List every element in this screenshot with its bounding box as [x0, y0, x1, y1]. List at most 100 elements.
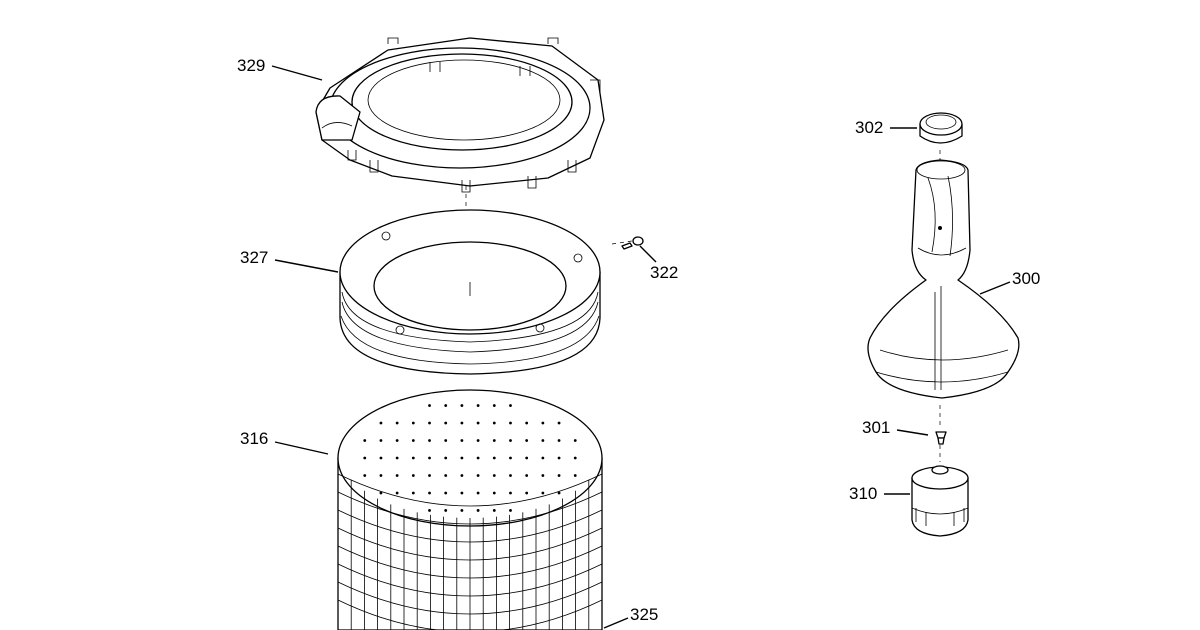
basket-hole — [525, 439, 529, 442]
basket-hole — [460, 509, 464, 512]
basket-hole — [460, 456, 464, 460]
leader-327 — [274, 259, 339, 273]
basket-hole — [573, 456, 577, 460]
callout-327: 327 — [240, 248, 268, 267]
basket-hole — [509, 456, 512, 460]
basket-hole — [476, 474, 480, 477]
basket-hole — [557, 474, 561, 477]
basket-hole — [379, 491, 383, 495]
basket-hole — [428, 439, 431, 442]
basket-hole — [363, 456, 367, 460]
basket-hole — [525, 421, 529, 425]
basket-hole — [492, 491, 496, 495]
basket-hole — [460, 439, 464, 442]
basket-hole — [525, 491, 529, 495]
wash-basket-316 — [337, 389, 603, 630]
basket-hole — [444, 509, 448, 512]
callout-310: 310 — [849, 484, 877, 503]
callout-322: 322 — [650, 263, 678, 282]
basket-hole — [492, 456, 496, 460]
basket-hole — [557, 439, 561, 442]
basket-hole — [395, 491, 399, 495]
leader-325 — [603, 617, 629, 629]
tub-cover-329 — [315, 37, 605, 193]
basket-hole — [557, 456, 561, 460]
leader-316 — [274, 441, 329, 455]
bolt-301 — [935, 431, 947, 445]
basket-hole — [460, 404, 464, 407]
basket-hole — [509, 491, 512, 495]
basket-hole — [428, 421, 431, 425]
basket-hole — [492, 439, 496, 442]
basket-hole — [492, 509, 496, 512]
basket-hole — [492, 474, 496, 477]
basket-hole — [509, 474, 512, 477]
agitator-300 — [867, 159, 1020, 399]
basket-hole — [411, 491, 415, 495]
basket-hole — [411, 439, 415, 442]
basket-hole — [525, 456, 529, 460]
basket-hole — [379, 439, 383, 442]
basket-hole — [428, 509, 431, 512]
basket-hole — [573, 439, 577, 442]
callout-300: 300 — [1012, 269, 1040, 288]
basket-hole — [541, 439, 545, 442]
basket-hole — [395, 474, 399, 477]
basket-hole — [492, 404, 496, 407]
basket-hole — [476, 456, 480, 460]
callout-302: 302 — [855, 118, 883, 137]
callout-301: 301 — [862, 418, 890, 437]
callout-325: 325 — [630, 605, 658, 624]
leader-301 — [896, 429, 929, 436]
basket-hole — [573, 474, 577, 477]
basket-hole — [395, 421, 399, 425]
basket-hole — [428, 456, 431, 460]
basket-hole — [492, 421, 496, 425]
basket-hole — [541, 491, 545, 495]
basket-hole — [525, 474, 529, 477]
basket-hole — [379, 474, 383, 477]
basket-hole — [460, 491, 464, 495]
leader-329 — [271, 65, 323, 81]
basket-hole — [444, 491, 448, 495]
basket-hole — [541, 421, 545, 425]
basket-band — [337, 473, 603, 507]
basket-hole — [411, 456, 415, 460]
basket-hole — [541, 474, 545, 477]
basket-band — [337, 599, 603, 630]
callout-329: 329 — [237, 56, 265, 75]
basket-hole — [428, 404, 431, 407]
basket-hole — [557, 491, 561, 495]
basket-hole — [476, 509, 480, 512]
basket-hole — [411, 421, 415, 425]
basket-hole — [444, 456, 448, 460]
drive-block-310 — [911, 465, 969, 537]
basket-hole — [476, 404, 480, 407]
basket-hole — [363, 474, 367, 477]
basket-hole — [428, 491, 431, 495]
basket-hole — [509, 404, 512, 407]
agitator-cap-302 — [919, 112, 963, 144]
basket-hole — [541, 456, 545, 460]
leader-322 — [639, 245, 657, 263]
basket-hole — [557, 421, 561, 425]
basket-hole — [444, 439, 448, 442]
basket-hole — [509, 421, 512, 425]
screw-322 — [621, 236, 644, 250]
basket-hole — [460, 474, 464, 477]
callout-316: 316 — [240, 429, 268, 448]
basket-hole — [444, 404, 448, 407]
balance-ring-327 — [339, 209, 601, 375]
basket-hole — [476, 421, 480, 425]
basket-hole — [476, 491, 480, 495]
basket-hole — [395, 456, 399, 460]
basket-hole — [444, 421, 448, 425]
basket-hole — [363, 439, 367, 442]
basket-hole — [444, 474, 448, 477]
basket-hole — [379, 421, 383, 425]
basket-hole — [460, 421, 464, 425]
basket-hole — [476, 439, 480, 442]
basket-hole — [428, 474, 431, 477]
basket-hole — [509, 439, 512, 442]
